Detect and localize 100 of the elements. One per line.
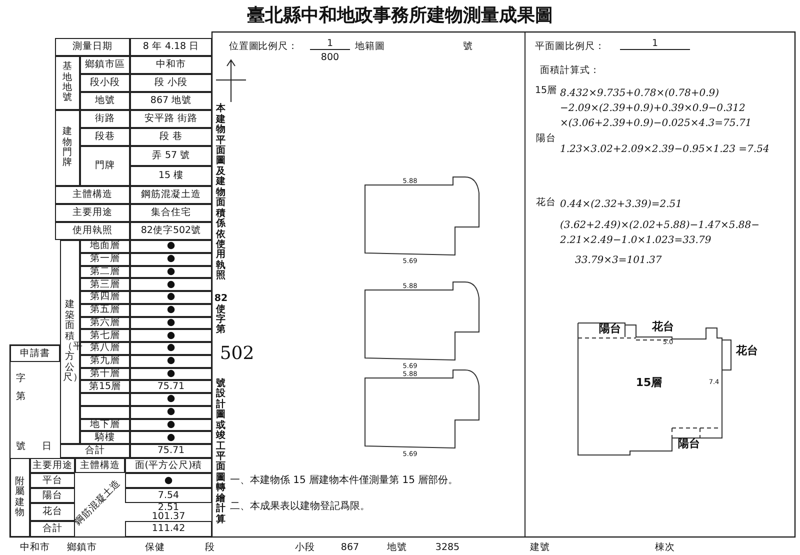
table-cell: ●: [130, 354, 212, 368]
table-cell: ●: [130, 291, 212, 304]
table-cell: ●: [130, 266, 212, 278]
form-label: 建號: [529, 541, 551, 555]
table-cell-text: 2.51: [158, 503, 180, 512]
table-header: 測量日期: [55, 38, 130, 56]
table-header: 第15層: [80, 380, 130, 393]
table-cell: 75.71: [130, 380, 212, 393]
form-label: 867: [340, 541, 360, 555]
table-cell: 陽台: [30, 488, 75, 503]
form-label: 日: [41, 440, 53, 454]
form-label: 地籍圖: [354, 40, 386, 54]
table-cell: 安平路 街路: [130, 110, 212, 128]
table-header: 合計: [60, 444, 130, 458]
form-label: 地號: [386, 541, 408, 555]
table-cell: 82使字502號: [130, 222, 212, 240]
formula-text: 1.23×3.02+2.09×2.39−0.95×1.23 =7.54: [560, 142, 770, 156]
table-cell-text: 101.37: [150, 512, 186, 521]
table-cell: 鋼筋混凝土造: [130, 186, 212, 204]
table-header: 段巷: [80, 128, 130, 146]
table-cell: 花台: [30, 503, 75, 521]
area-label: 陽台: [677, 437, 701, 450]
table-cell: ●: [125, 473, 212, 488]
form-text: 鋼筋混凝土造: [73, 478, 123, 528]
table-header: 合計: [30, 521, 75, 537]
table-header: 主要用途: [30, 458, 75, 473]
vertical-note: 本建物平面圖及建物面積係依使用執照: [214, 102, 227, 284]
table-header: 地下層: [80, 418, 130, 432]
area-label: 花台: [650, 320, 675, 334]
table-cell: ●: [130, 252, 212, 266]
form-label: 第: [15, 390, 27, 404]
table-cell: ●: [130, 240, 212, 253]
form-number: 502: [218, 344, 256, 364]
scale-numerator: 1: [620, 38, 690, 50]
table-header: 第三層: [80, 278, 130, 291]
table-cell: ●: [130, 316, 212, 330]
form-label: 小段: [294, 541, 316, 555]
row-label: 陽台: [535, 132, 557, 146]
table-header: 基地地號: [55, 56, 80, 110]
table-cell: 段 小段: [130, 74, 212, 92]
table-cell: ●: [130, 342, 212, 355]
form-number: 800: [320, 52, 340, 64]
form-label: 位置圖: [228, 40, 259, 54]
table-header: 第四層: [80, 291, 130, 304]
form-label: 號: [15, 440, 27, 454]
form-label: 保健: [144, 541, 166, 555]
table-cell: 8 年 4.18 日: [130, 38, 212, 56]
table-header: 主要用途: [55, 204, 130, 222]
table-cell: 中和市: [130, 56, 212, 74]
table-header: 第八層: [80, 342, 130, 355]
table-cell: 集合住宅: [130, 204, 212, 222]
table-header: 地號: [80, 92, 130, 110]
form-label: 鄉鎮市: [66, 541, 98, 555]
formula-text: 33.79×3=101.37: [575, 254, 663, 268]
table-cell: ●: [130, 393, 212, 406]
table-cell: ●: [130, 278, 212, 291]
table-header: 第一層: [80, 252, 130, 266]
table-header: 第九層: [80, 354, 130, 368]
form-label: 比例尺：: [258, 40, 298, 54]
formula-text: 0.44×(2.32+3.39)=2.51: [560, 198, 684, 212]
table-header: 段小段: [80, 74, 130, 92]
note-text: 一、本建物係 15 層建物本件僅測量第 15 層部份。: [230, 474, 460, 488]
table-cell: 平台: [30, 473, 75, 488]
table-cell: 75.71: [130, 444, 212, 458]
table-header: 附屬建物: [10, 458, 30, 537]
formula-text: (3.62+2.49)×(2.02+5.88)−1.47×5.88− 2.21×2.49−1.0×1.023=33.79: [560, 219, 760, 248]
table-cell: ●: [130, 368, 212, 380]
table-cell: 867 地號: [130, 92, 212, 110]
table-header: 門牌: [80, 146, 130, 186]
form-label: 字: [15, 372, 27, 386]
table-header: 建物門牌: [55, 110, 80, 186]
form-label: 中和市: [19, 541, 51, 555]
table-header: 面(平方公尺)積: [125, 458, 212, 473]
table-cell: 7.54: [125, 488, 212, 503]
vertical-note: 82使字第: [213, 292, 229, 338]
table-cell: ●: [130, 418, 212, 432]
area-label: 花台: [734, 344, 759, 358]
table-cell: ●: [130, 329, 212, 342]
table-cell: 弄 57 號: [130, 146, 212, 166]
form-label: 3285: [434, 541, 461, 555]
table-header: 街路: [80, 110, 130, 128]
table-header: 申請書: [10, 345, 60, 362]
form-label: 棟次: [654, 541, 676, 555]
vertical-note: 號設計圖或竣工平面圖轉繪計算: [214, 376, 227, 527]
table-header: 地面層: [80, 240, 130, 253]
form-label: 號: [462, 40, 474, 54]
table-header: 鄉鎮市區: [80, 56, 130, 74]
table-header: 主體構造: [55, 186, 130, 204]
table-header: 第十層: [80, 368, 130, 380]
formula-text: 8.432×9.735+0.78×(0.78+0.9) −2.09×(2.39+0.9)+0.39×0.9−0.312 ×(3.06+2.39+0.9)−0.025×4.3=75.71: [560, 86, 753, 130]
scale-numerator: 1: [310, 38, 350, 50]
table-cell: ●: [130, 431, 212, 444]
table-header: 使用執照: [55, 222, 130, 240]
area-label: 陽台: [598, 322, 622, 336]
table-header: 第七層: [80, 329, 130, 342]
table-header: 第五層: [80, 304, 130, 316]
form-label: 平面圖比例尺：: [535, 40, 605, 54]
table-cell: ●: [130, 406, 212, 418]
form-label: 段: [204, 541, 216, 555]
form-label: 面積計算式：: [539, 64, 601, 78]
